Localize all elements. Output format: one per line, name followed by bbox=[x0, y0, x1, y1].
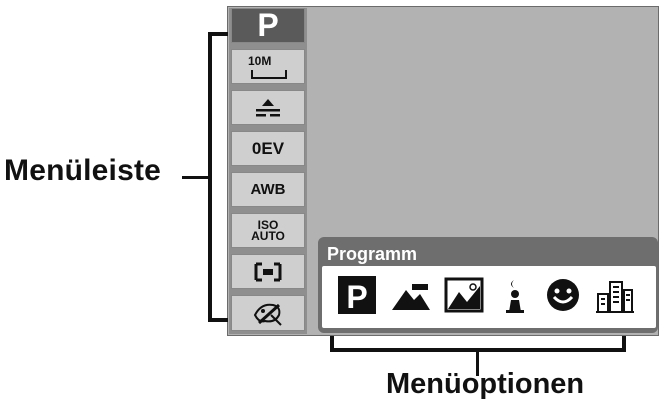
menu-item-white-balance[interactable]: AWB bbox=[231, 172, 305, 207]
option-backlight[interactable] bbox=[443, 274, 485, 316]
option-night-portrait[interactable] bbox=[494, 274, 536, 316]
exposure-label: 0EV bbox=[251, 138, 285, 158]
menu-item-quality[interactable] bbox=[231, 90, 305, 125]
options-row bbox=[322, 266, 656, 328]
menu-bar-bracket-top bbox=[208, 32, 228, 36]
resolution-label: 10M bbox=[248, 53, 272, 68]
night-portrait-icon bbox=[506, 280, 524, 313]
menu-item-resolution[interactable]: 10M bbox=[231, 49, 305, 84]
menu-item-color-effect[interactable] bbox=[231, 295, 305, 331]
option-smile[interactable] bbox=[542, 274, 584, 316]
options-pointer bbox=[476, 350, 479, 376]
landscape-icon bbox=[392, 284, 430, 310]
program-icon: P bbox=[338, 276, 376, 315]
menu-bar-bracket bbox=[208, 32, 212, 322]
resolution-icon: 10M bbox=[238, 52, 298, 82]
menu-item-label: P bbox=[257, 7, 279, 43]
option-buildings[interactable] bbox=[594, 274, 636, 316]
menu-bar-bracket-bottom bbox=[208, 318, 228, 322]
option-program[interactable]: P bbox=[336, 274, 378, 316]
color-effect-icon bbox=[253, 303, 282, 326]
options-panel-title: Programm bbox=[327, 244, 418, 264]
menu-options-label: Menüoptionen bbox=[386, 368, 585, 400]
backlight-icon bbox=[444, 277, 484, 313]
option-landscape[interactable] bbox=[390, 274, 432, 316]
svg-text:P: P bbox=[346, 279, 367, 315]
white-balance-label: AWB bbox=[250, 181, 286, 198]
quality-icon bbox=[256, 98, 280, 116]
iso-label: ISO AUTO bbox=[251, 217, 285, 243]
options-bracket-right bbox=[622, 336, 626, 352]
menu-bar-label: Menüleiste bbox=[4, 154, 162, 187]
menu-item-program[interactable]: P bbox=[231, 7, 305, 43]
menu-item-exposure[interactable]: 0EV bbox=[231, 131, 305, 166]
metering-icon bbox=[254, 262, 282, 281]
menu-bar-pointer bbox=[182, 176, 210, 179]
menu-item-metering[interactable] bbox=[231, 254, 305, 289]
buildings-icon bbox=[596, 281, 634, 313]
options-bracket-left bbox=[330, 336, 334, 352]
smile-icon bbox=[547, 279, 579, 311]
menu-item-iso[interactable]: ISO AUTO bbox=[231, 213, 305, 248]
